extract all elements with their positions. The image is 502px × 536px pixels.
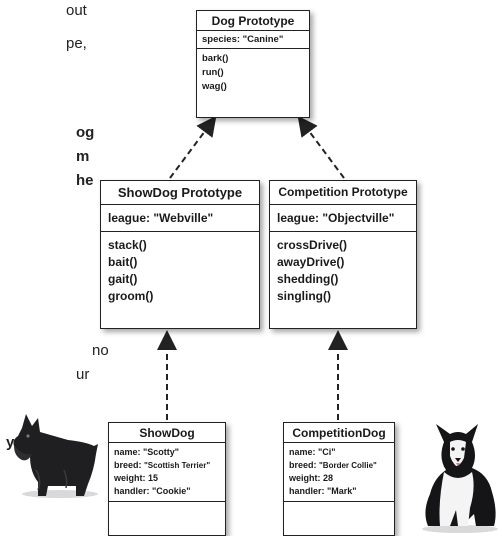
- league-property: league: "Webville": [108, 211, 214, 225]
- side-text-fragment: y: [6, 434, 15, 451]
- showdog-instance-box: ShowDog name: "Scotty" breed: "Scottish …: [108, 422, 226, 536]
- border-collie-image: [422, 424, 498, 533]
- method-gait: gait(): [108, 272, 138, 286]
- competitiondog-title: CompetitionDog: [284, 423, 394, 443]
- breed-label: breed:: [114, 460, 145, 470]
- handler-property: handler: "Cookie": [114, 486, 191, 496]
- side-text-fragment: he: [76, 172, 94, 189]
- competitiondog-methods: [284, 502, 394, 532]
- method-awaydrive: awayDrive(): [277, 255, 345, 269]
- breed-property: breed: "Scottish Terrier": [114, 459, 220, 472]
- side-text-fragment: m: [76, 148, 90, 165]
- competition-prototype-properties: league: "Objectville": [270, 205, 416, 232]
- name-property: name: "Scotty": [114, 447, 180, 457]
- showdog-prototype-methods: stack() bait() gait() groom(): [101, 232, 259, 310]
- breed-property: breed: "Border Collie": [289, 459, 389, 472]
- side-text-fragment: pe,: [66, 35, 87, 52]
- showdog-title: ShowDog: [109, 423, 225, 443]
- league-property: league: "Objectville": [277, 211, 395, 225]
- handler-property: handler: "Mark": [289, 486, 357, 496]
- method-run: run(): [202, 67, 224, 78]
- showdog-prototype-properties: league: "Webville": [101, 205, 259, 232]
- competitiondog-properties: name: "Ci" breed: "Border Collie" weight…: [284, 443, 394, 502]
- showdog-prototype-box: ShowDog Prototype league: "Webville" sta…: [100, 180, 260, 329]
- method-wag: wag(): [202, 81, 227, 92]
- scottish-terrier-image: [13, 414, 98, 498]
- side-text-fragment: og: [76, 124, 95, 141]
- competitiondog-instance-box: CompetitionDog name: "Ci" breed: "Border…: [283, 422, 395, 536]
- species-property: species: "Canine": [202, 34, 284, 45]
- method-crossdrive: crossDrive(): [277, 238, 348, 252]
- weight-property: weight: 15: [114, 473, 159, 483]
- arrow-compproto-to-dogproto: [297, 115, 345, 179]
- competition-prototype-box: Competition Prototype league: "Objectvil…: [269, 180, 417, 329]
- method-stack: stack(): [108, 238, 147, 252]
- method-bait: bait(): [108, 255, 138, 269]
- side-text-fragment: no: [92, 342, 109, 359]
- competition-prototype-title: Competition Prototype: [270, 181, 416, 205]
- dog-prototype-methods: bark() run() wag(): [197, 49, 309, 97]
- breed-value: "Border Collie": [319, 461, 377, 470]
- showdog-methods: [109, 502, 225, 532]
- name-property: name: "Ci": [289, 447, 336, 457]
- weight-property: weight: 28: [289, 473, 334, 483]
- dog-prototype-title: Dog Prototype: [197, 11, 309, 31]
- showdog-prototype-title: ShowDog Prototype: [101, 181, 259, 205]
- breed-value: "Scottish Terrier": [144, 461, 211, 470]
- method-shedding: shedding(): [277, 272, 339, 286]
- side-text-fragment: ur: [76, 366, 90, 383]
- showdog-properties: name: "Scotty" breed: "Scottish Terrier"…: [109, 443, 225, 502]
- side-text-fragment: out: [66, 2, 87, 19]
- breed-label: breed:: [289, 460, 320, 470]
- method-bark: bark(): [202, 53, 229, 64]
- arrow-showdogproto-to-dogproto: [169, 115, 217, 179]
- method-groom: groom(): [108, 289, 154, 303]
- method-singling: singling(): [277, 289, 331, 303]
- competition-prototype-methods: crossDrive() awayDrive() shedding() sing…: [270, 232, 416, 310]
- dog-prototype-properties: species: "Canine": [197, 31, 309, 49]
- dog-prototype-box: Dog Prototype species: "Canine" bark() r…: [196, 10, 310, 118]
